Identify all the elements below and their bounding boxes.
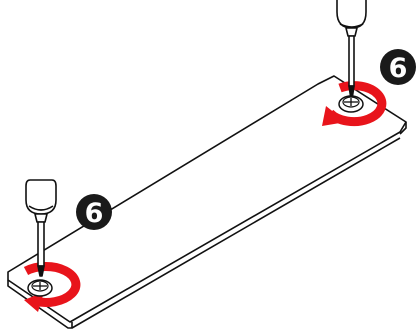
screw-standoff-right bbox=[322, 81, 387, 127]
screw-icon bbox=[338, 95, 364, 113]
m2-card bbox=[7, 75, 407, 329]
step-badge-left: 6 bbox=[76, 194, 112, 230]
screwdriver-icon bbox=[336, 0, 367, 97]
screw-icon bbox=[27, 279, 53, 297]
clockwise-rotation-arrow-icon bbox=[322, 81, 387, 127]
step-number-label: 6 bbox=[85, 198, 104, 229]
step-number-label: 6 bbox=[389, 53, 408, 84]
screwdriver-icon bbox=[25, 179, 57, 277]
step-badge-right: 6 bbox=[380, 49, 416, 85]
